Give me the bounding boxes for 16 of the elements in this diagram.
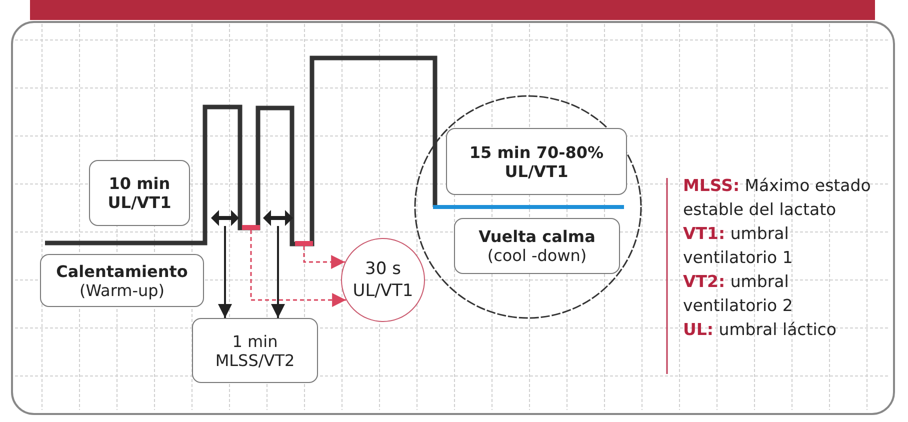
duration-label-box: 1 min MLSS/VT2	[192, 318, 318, 383]
zoom-circle	[414, 95, 642, 319]
duration-label-box: 10 min UL/VT1	[89, 160, 190, 226]
recovery-marker	[295, 241, 313, 246]
phase-label-box: Vuelta calma (cool -down)	[454, 218, 620, 274]
arrow	[218, 226, 232, 318]
phase-label-box: Calentamiento (Warm-up)	[40, 254, 204, 307]
arrow	[271, 226, 285, 318]
interval-circle: 30 s UL/VT1	[341, 238, 425, 322]
recovery-marker	[242, 225, 260, 230]
duration-label-box: 15 min 70-80% UL/VT1	[446, 128, 627, 195]
double-arrow-icon	[263, 210, 293, 226]
abbreviation-definition: UL: umbral láctico	[683, 319, 838, 341]
double-arrow-icon	[211, 210, 239, 226]
arrow	[303, 246, 346, 269]
arrow	[250, 230, 346, 307]
